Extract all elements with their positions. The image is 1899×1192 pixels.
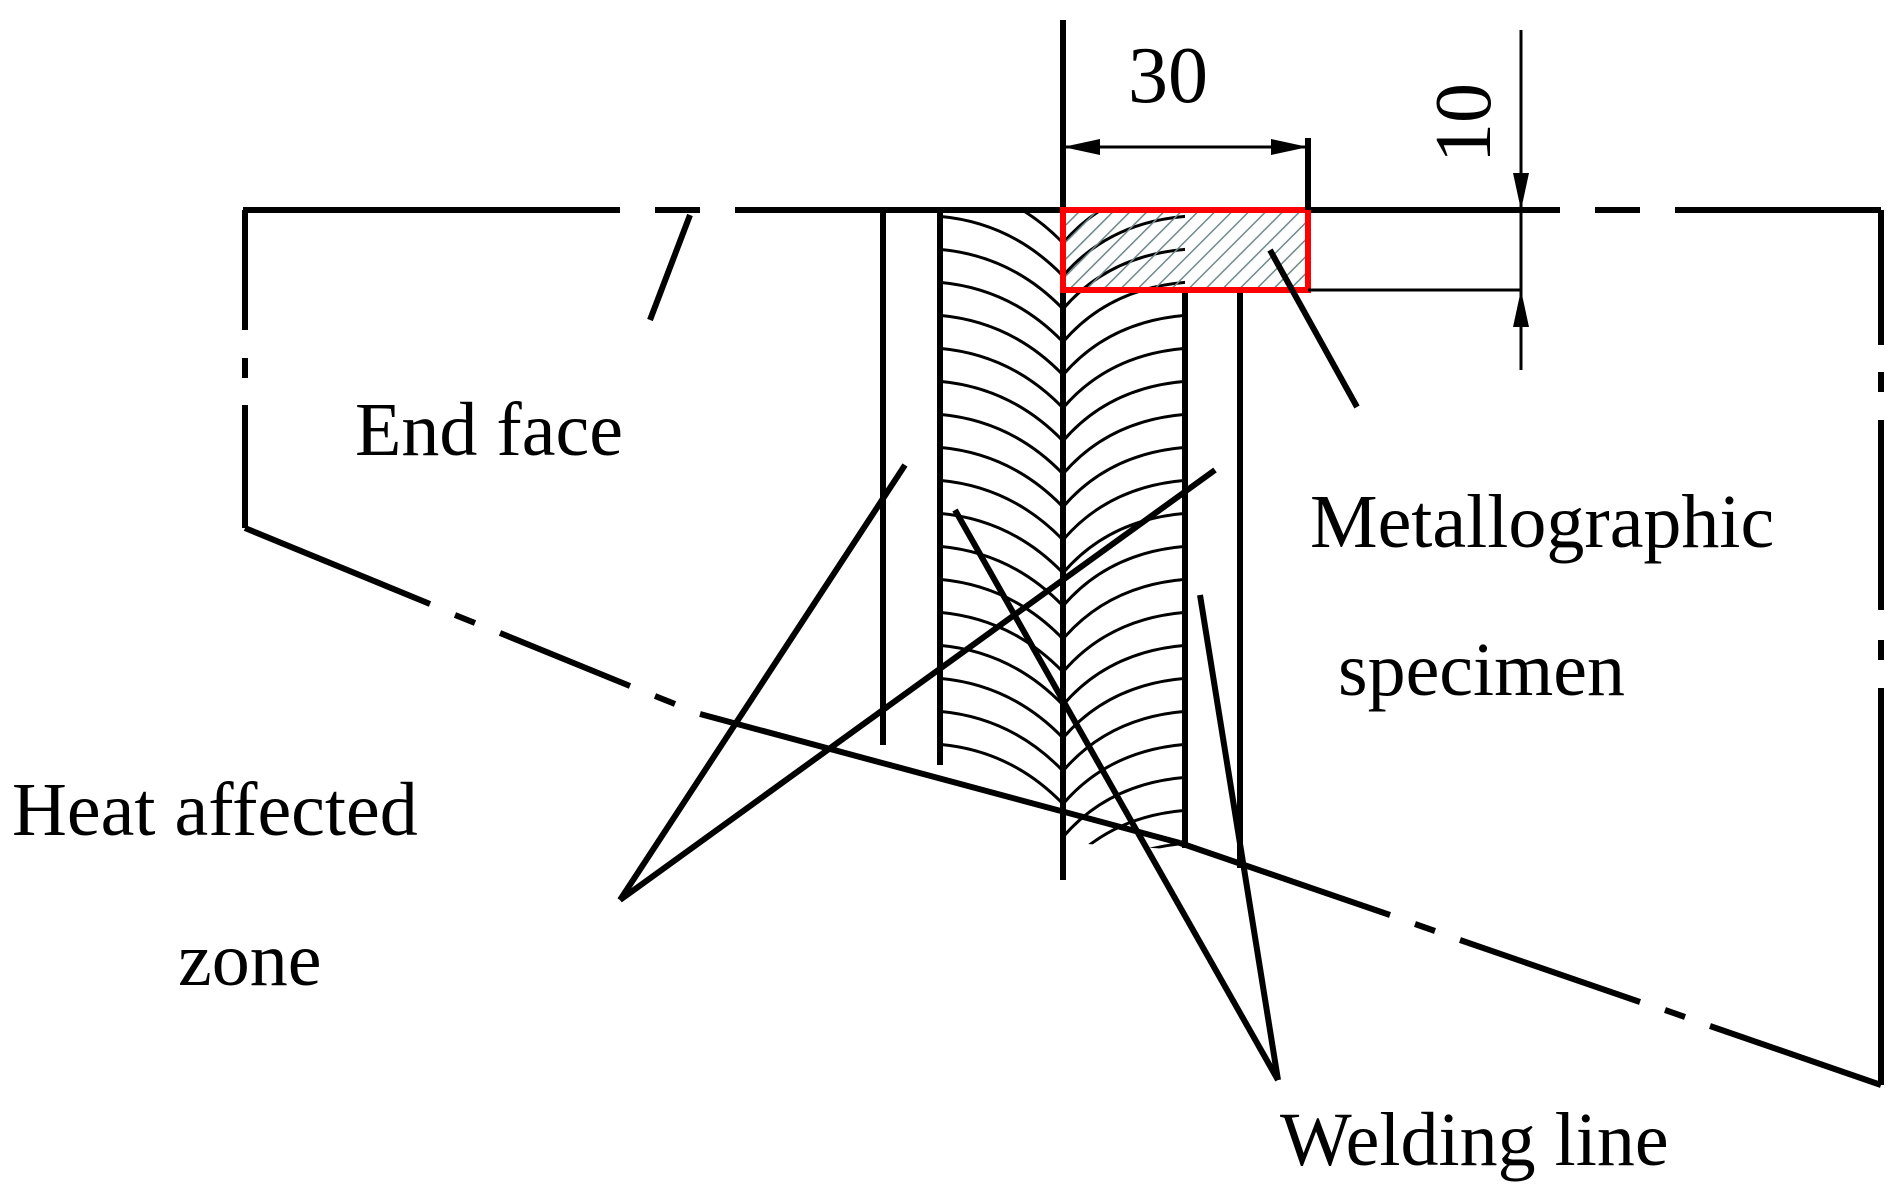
weld-bead-arc bbox=[1061, 412, 1185, 475]
dim-width-arrow-right bbox=[1271, 139, 1308, 155]
metallographic-label-line1: Metallographic bbox=[1310, 480, 1774, 564]
weld-bead-arc bbox=[1061, 511, 1185, 574]
weld-bead-arc bbox=[940, 214, 1063, 278]
haz-label-line1: Heat affected bbox=[12, 768, 418, 852]
welding-line-label: Welding line bbox=[1280, 1098, 1669, 1182]
weld-bead-arc bbox=[1061, 346, 1185, 409]
bottom-edge-seg5 bbox=[699, 711, 1181, 846]
metallographic-specimen bbox=[1060, 207, 1311, 293]
dim-depth-arrow-bottom bbox=[1513, 290, 1529, 327]
metallographic-label-line2: specimen bbox=[1338, 628, 1625, 712]
block-outline bbox=[242, 207, 1884, 1088]
dimension-width: 30 bbox=[1063, 32, 1311, 210]
weld-bead-arc bbox=[940, 210, 1063, 245]
end-face-leader bbox=[647, 213, 693, 322]
weld-leader-left bbox=[952, 508, 1281, 1082]
weld-bead-arc bbox=[940, 610, 1063, 674]
weld-bead-arc bbox=[940, 346, 1063, 410]
bottom-edge-seg7 bbox=[1414, 921, 1436, 934]
dim-width-label: 30 bbox=[1128, 32, 1208, 120]
weld-bead-arc bbox=[940, 709, 1063, 773]
weld-bead-arc bbox=[940, 379, 1063, 443]
labels: End face Metallographic specimen Heat af… bbox=[12, 388, 1774, 1182]
bottom-edge-seg8 bbox=[1459, 937, 1641, 1005]
weld-bead-arc bbox=[1061, 742, 1185, 805]
leader-lines bbox=[617, 213, 1360, 1082]
weld-bead-arc bbox=[1061, 808, 1185, 850]
weld-bead-arc bbox=[940, 544, 1063, 608]
weld-bead-arc bbox=[940, 280, 1063, 344]
weld-bead-arc bbox=[1061, 379, 1185, 442]
weld-bead-arc bbox=[935, 876, 1063, 936]
weld-bead-arc bbox=[1061, 577, 1185, 640]
bottom-edge-seg6 bbox=[1179, 840, 1391, 918]
bottom-edge-seg4 bbox=[653, 693, 677, 707]
weld-bead-arc bbox=[1061, 478, 1185, 541]
weld-bead-arc bbox=[935, 843, 1063, 903]
bottom-edge-seg2 bbox=[453, 612, 477, 626]
end-face-label: End face bbox=[355, 388, 623, 472]
haz-leader-left bbox=[617, 463, 908, 902]
weld-bead-arc bbox=[940, 676, 1063, 740]
dimension-depth: 10 bbox=[1308, 30, 1529, 370]
bottom-edge-seg9 bbox=[1664, 1007, 1686, 1020]
weld-bead-arc bbox=[940, 643, 1063, 707]
haz-label-line2: zone bbox=[178, 918, 321, 1002]
weld-bead-arc bbox=[1061, 610, 1185, 673]
bottom-edge-seg3 bbox=[498, 630, 632, 689]
weld-bead-arc bbox=[1061, 210, 1185, 211]
specimen-hatch bbox=[1063, 210, 1308, 290]
specimen-leader bbox=[1267, 248, 1360, 409]
haz-leader-right bbox=[618, 467, 1217, 903]
weld-bead-arc bbox=[1061, 313, 1185, 376]
weld-bead-arc bbox=[940, 511, 1063, 575]
dim-depth-arrow-top bbox=[1513, 173, 1529, 210]
weld-bead-arc bbox=[1061, 841, 1185, 850]
weld-leader-right bbox=[1197, 594, 1281, 1081]
bottom-edge-seg10 bbox=[1709, 1023, 1882, 1088]
weld-bead-arc bbox=[1061, 709, 1185, 772]
weld-bead-arc bbox=[940, 313, 1063, 377]
weld-bead-arc bbox=[940, 247, 1063, 311]
weld-bead-arc bbox=[940, 412, 1063, 476]
weld-bead-arc bbox=[940, 808, 1063, 810]
weld-bead-arc bbox=[940, 742, 1063, 806]
bottom-edge-seg1 bbox=[243, 525, 432, 607]
weld-bead-arc bbox=[1061, 643, 1185, 706]
weld-bead-arc bbox=[1063, 876, 1190, 936]
weld-bead-arc bbox=[940, 478, 1063, 542]
dim-width-arrow-left bbox=[1063, 139, 1100, 155]
weld-bead-arc bbox=[940, 445, 1063, 509]
zone-boundaries bbox=[880, 20, 1243, 880]
weld-bead-arc bbox=[940, 210, 1063, 212]
weld-bead-arc bbox=[1061, 544, 1185, 607]
weld-bead-arc bbox=[1061, 445, 1185, 508]
dim-depth-label: 10 bbox=[1420, 83, 1508, 163]
specimen-outline bbox=[1060, 207, 1311, 293]
